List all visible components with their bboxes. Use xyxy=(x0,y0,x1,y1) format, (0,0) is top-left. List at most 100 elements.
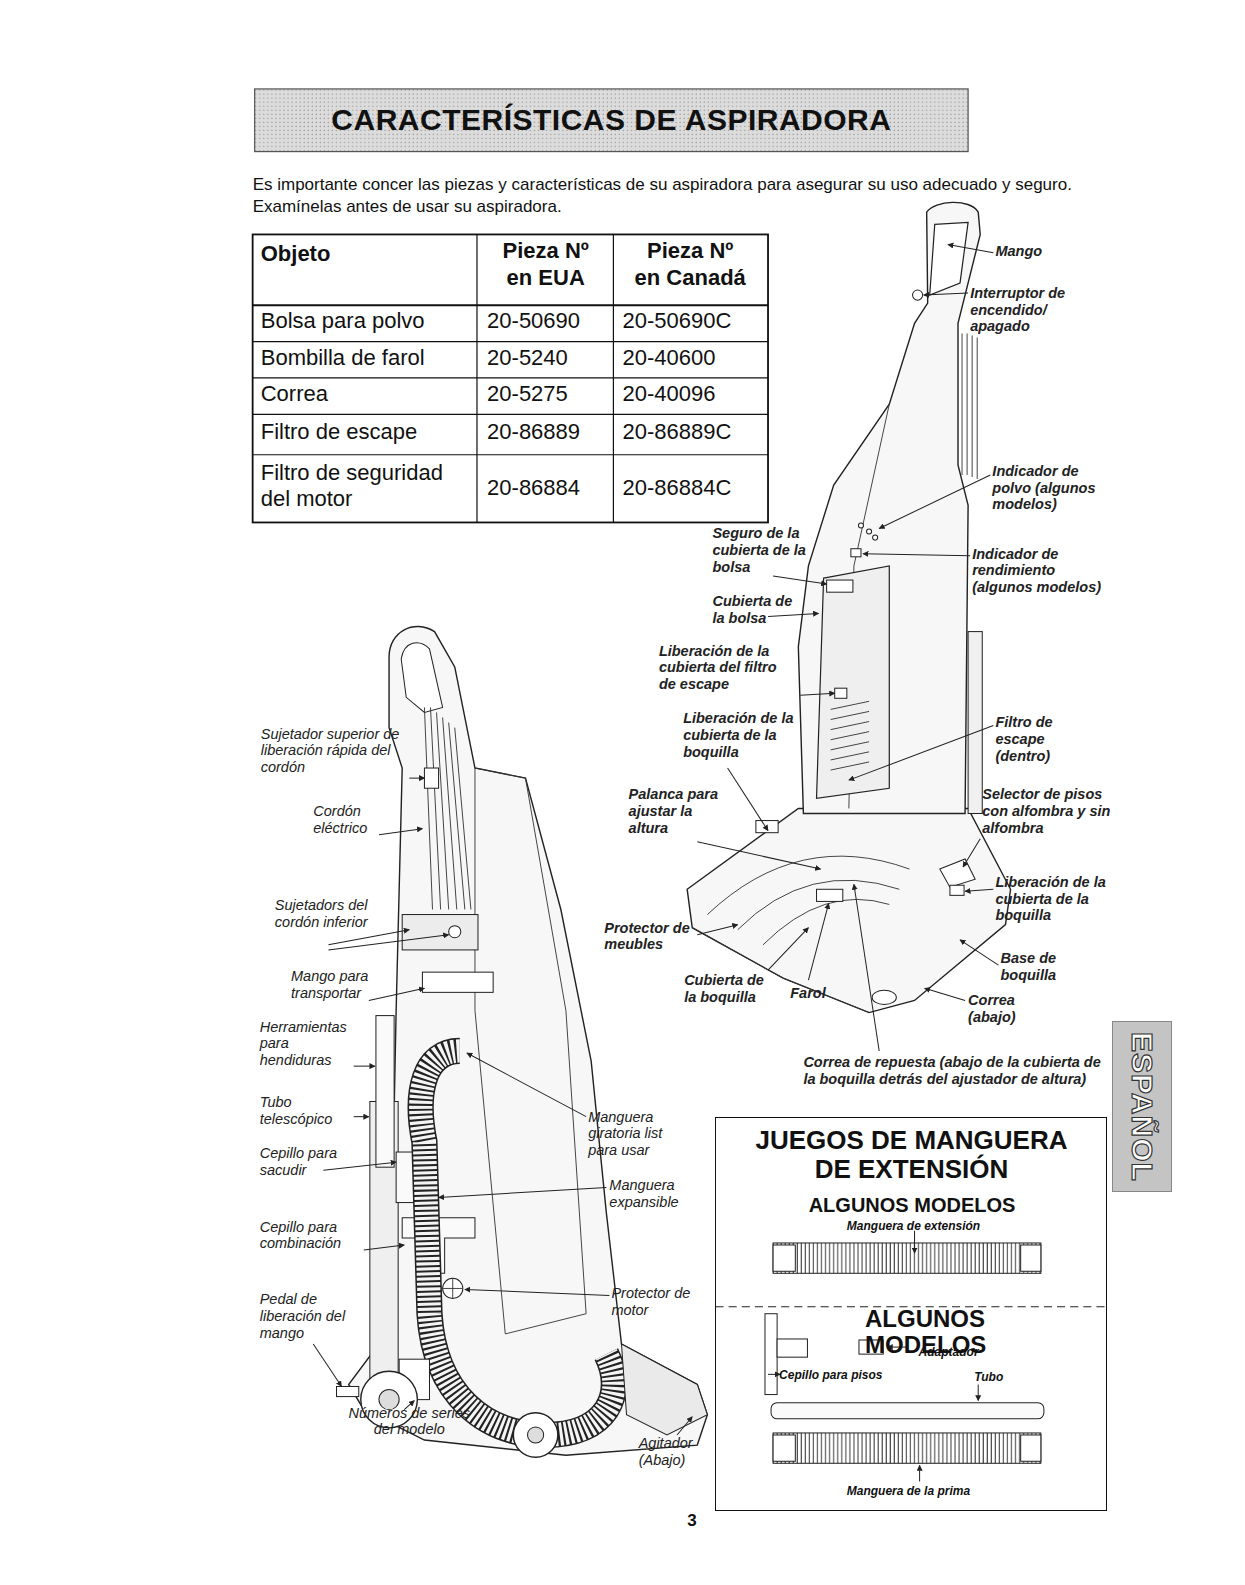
leader-line xyxy=(914,1231,915,1253)
part-label: Correa de repuesta (abajo de la cubierta… xyxy=(803,1054,1101,1087)
leader-line xyxy=(328,930,409,945)
part-label: Base de boquilla xyxy=(1000,950,1071,983)
part-label: Manguera expansible xyxy=(609,1177,700,1210)
leader-line xyxy=(768,1374,780,1375)
table-cell: 20-86889 xyxy=(487,419,608,445)
part-label: Interruptor de encendido/ apagado xyxy=(970,285,1071,335)
height-lever xyxy=(756,821,778,833)
leader-line xyxy=(849,726,994,781)
hose-cuff xyxy=(773,1245,795,1271)
release-pedal xyxy=(337,1386,359,1396)
part-label: Números de series del modelo xyxy=(339,1405,480,1438)
bag-latch xyxy=(827,580,853,592)
leader-line xyxy=(697,842,820,869)
part-label: Cepillo para sacudir xyxy=(260,1145,351,1178)
part-label: Tubo telescópico xyxy=(260,1094,351,1127)
hose-cuff xyxy=(1021,1435,1041,1461)
leader-line xyxy=(948,245,993,253)
cord-holder xyxy=(402,915,478,950)
leader-line xyxy=(800,693,834,695)
leader-line xyxy=(925,988,965,1000)
leader-line xyxy=(364,1245,404,1250)
page-number: 3 xyxy=(687,1511,717,1531)
rear-panel xyxy=(475,768,586,1334)
indicator-light xyxy=(851,549,861,557)
table-cell: 20-5275 xyxy=(487,381,608,407)
cord-wrap xyxy=(424,707,470,909)
table-rule xyxy=(253,454,768,455)
kit-heading: JUEGOS DE MANGUERA DE EXTENSIÓN xyxy=(749,1126,1074,1184)
part-label: Filtro de escape (dentro) xyxy=(995,714,1086,764)
cord-holder xyxy=(449,926,461,938)
part-label: Cepillo para combinación xyxy=(260,1219,371,1252)
nozzle-hood xyxy=(707,856,909,945)
floor-brush xyxy=(765,1314,777,1395)
part-label: Manguera de la prima xyxy=(818,1485,1000,1498)
part-label: Cubierta de la bolsa xyxy=(712,593,803,626)
intro-text: Es importante concer las piezas y caract… xyxy=(253,174,1142,218)
part-label: Herramientas para hendiduras xyxy=(260,1019,356,1069)
part-label: Liberación de la cubierta del filtro de … xyxy=(659,643,785,693)
table-header: Pieza Nº en Canadá xyxy=(634,238,747,291)
wheel xyxy=(513,1413,557,1457)
table-cell: 20-86884C xyxy=(623,475,764,501)
table-cell: 20-40096 xyxy=(623,381,764,407)
part-label: Cordón eléctrico xyxy=(313,803,394,836)
leader-line xyxy=(323,1162,396,1170)
part-label: Tubo xyxy=(974,1371,1014,1384)
table-frame xyxy=(253,234,768,522)
wheel-hub xyxy=(528,1427,544,1443)
filter-release xyxy=(835,688,847,698)
part-label: Selector de pisos con alfombra y sin alf… xyxy=(982,786,1129,836)
part-label: Indicador de polvo (algunos modelos) xyxy=(992,463,1113,513)
table-cell: 20-5240 xyxy=(487,345,608,371)
part-label: Liberación de la cubierta de la boquilla xyxy=(683,710,804,760)
wand-tube xyxy=(771,1403,1044,1419)
table-cell: Bolsa para polvo xyxy=(261,308,468,334)
leader-line xyxy=(965,889,993,891)
floor-selector xyxy=(940,859,975,887)
leader-line xyxy=(409,778,424,779)
vacuum-body xyxy=(349,626,708,1455)
table-rule xyxy=(476,234,477,522)
part-label: Liberación de la cubierta de la boquilla xyxy=(995,874,1116,924)
table-cell: 20-40600 xyxy=(623,345,764,371)
indicator-light xyxy=(873,535,878,540)
leader-line xyxy=(328,935,448,950)
part-label: Mango para transportar xyxy=(291,968,392,1001)
handle-grip xyxy=(401,643,442,713)
crevice-tool xyxy=(376,1016,394,1168)
part-label: Cepillo para pisos xyxy=(779,1369,890,1382)
leader-line xyxy=(960,940,998,965)
carry-handle xyxy=(422,972,493,992)
table-cell: 20-50690 xyxy=(487,308,608,334)
table-rule xyxy=(613,234,614,522)
part-label: Correa (abajo) xyxy=(968,992,1029,1025)
kit-subheading: ALGUNOS MODELOS xyxy=(865,1306,1102,1360)
tab-text: ESPAÑOL xyxy=(1113,1022,1172,1192)
table-cell: 20-50690C xyxy=(623,308,764,334)
cover-release xyxy=(950,885,964,895)
table-cell: Correa xyxy=(261,381,468,407)
part-label: Seguro de la cubierta de la bolsa xyxy=(712,525,813,575)
indicator-light xyxy=(858,523,863,528)
table-rule xyxy=(253,341,768,342)
kit-box: JUEGOS DE MANGUERA DE EXTENSIÓN ALGUNOS M… xyxy=(715,1117,1106,1511)
leader-line xyxy=(439,1187,607,1197)
extension-hose xyxy=(773,1243,1041,1273)
part-label: Sujetadors del cordón inferior xyxy=(275,897,386,930)
power-switch xyxy=(913,290,923,300)
table-rule xyxy=(253,377,768,378)
table-cell: Filtro de seguridad del motor xyxy=(261,460,468,513)
leader-line xyxy=(465,1289,610,1295)
vacuum-body xyxy=(798,202,980,813)
wheel xyxy=(872,990,896,1004)
leader-line xyxy=(697,925,737,935)
leader-line xyxy=(313,1344,341,1386)
part-label: Agitador (Abajo) xyxy=(639,1435,720,1468)
hose-cuff xyxy=(1021,1245,1041,1271)
bag-cover xyxy=(817,566,890,798)
leader-line xyxy=(379,829,422,835)
leader-line xyxy=(978,1384,979,1400)
